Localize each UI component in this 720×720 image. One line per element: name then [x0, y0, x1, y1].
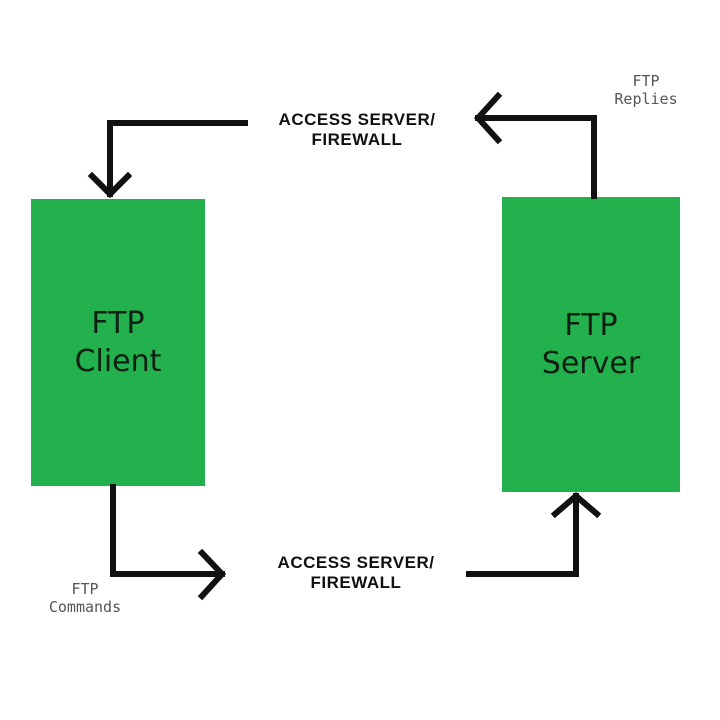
access-top-line1: ACCESS SERVER/	[278, 110, 436, 129]
replies-arrow-line-up	[475, 115, 597, 199]
access-server-firewall-bottom: ACCESS SERVER/ FIREWALL	[240, 553, 472, 593]
ftp-server-line2: Server	[541, 345, 641, 381]
access-bottom-arrow-line	[466, 493, 579, 577]
ftp-commands-line2: Commands	[48, 598, 122, 616]
ftp-client-line2: Client	[74, 343, 162, 379]
ftp-client-line1: FTP	[91, 305, 145, 341]
ftp-replies-label: FTP Replies	[588, 72, 704, 108]
commands-arrow-head	[197, 548, 227, 601]
client-arrow-head	[87, 171, 133, 199]
commands-arrow-line	[110, 484, 225, 577]
access-bottom-line2: FIREWALL	[310, 573, 402, 592]
ftp-commands-label: FTP Commands	[22, 580, 148, 616]
ftp-server-line1: FTP	[564, 307, 618, 343]
ftp-replies-line2: Replies	[614, 90, 678, 108]
ftp-client-label: FTP Client	[31, 199, 205, 486]
access-bottom-line1: ACCESS SERVER/	[277, 553, 435, 572]
access-top-arrow-line	[107, 120, 248, 197]
access-server-firewall-top: ACCESS SERVER/ FIREWALL	[252, 110, 462, 150]
ftp-replies-line1: FTP	[632, 72, 660, 90]
ftp-client-box-shape	[31, 199, 205, 486]
replies-arrow-head	[473, 91, 503, 145]
ftp-commands-line1: FTP	[71, 580, 99, 598]
ftp-server-box-shape	[502, 197, 680, 492]
server-arrow-head	[550, 492, 602, 519]
access-top-line2: FIREWALL	[311, 130, 403, 149]
ftp-server-label: FTP Server	[502, 197, 680, 492]
